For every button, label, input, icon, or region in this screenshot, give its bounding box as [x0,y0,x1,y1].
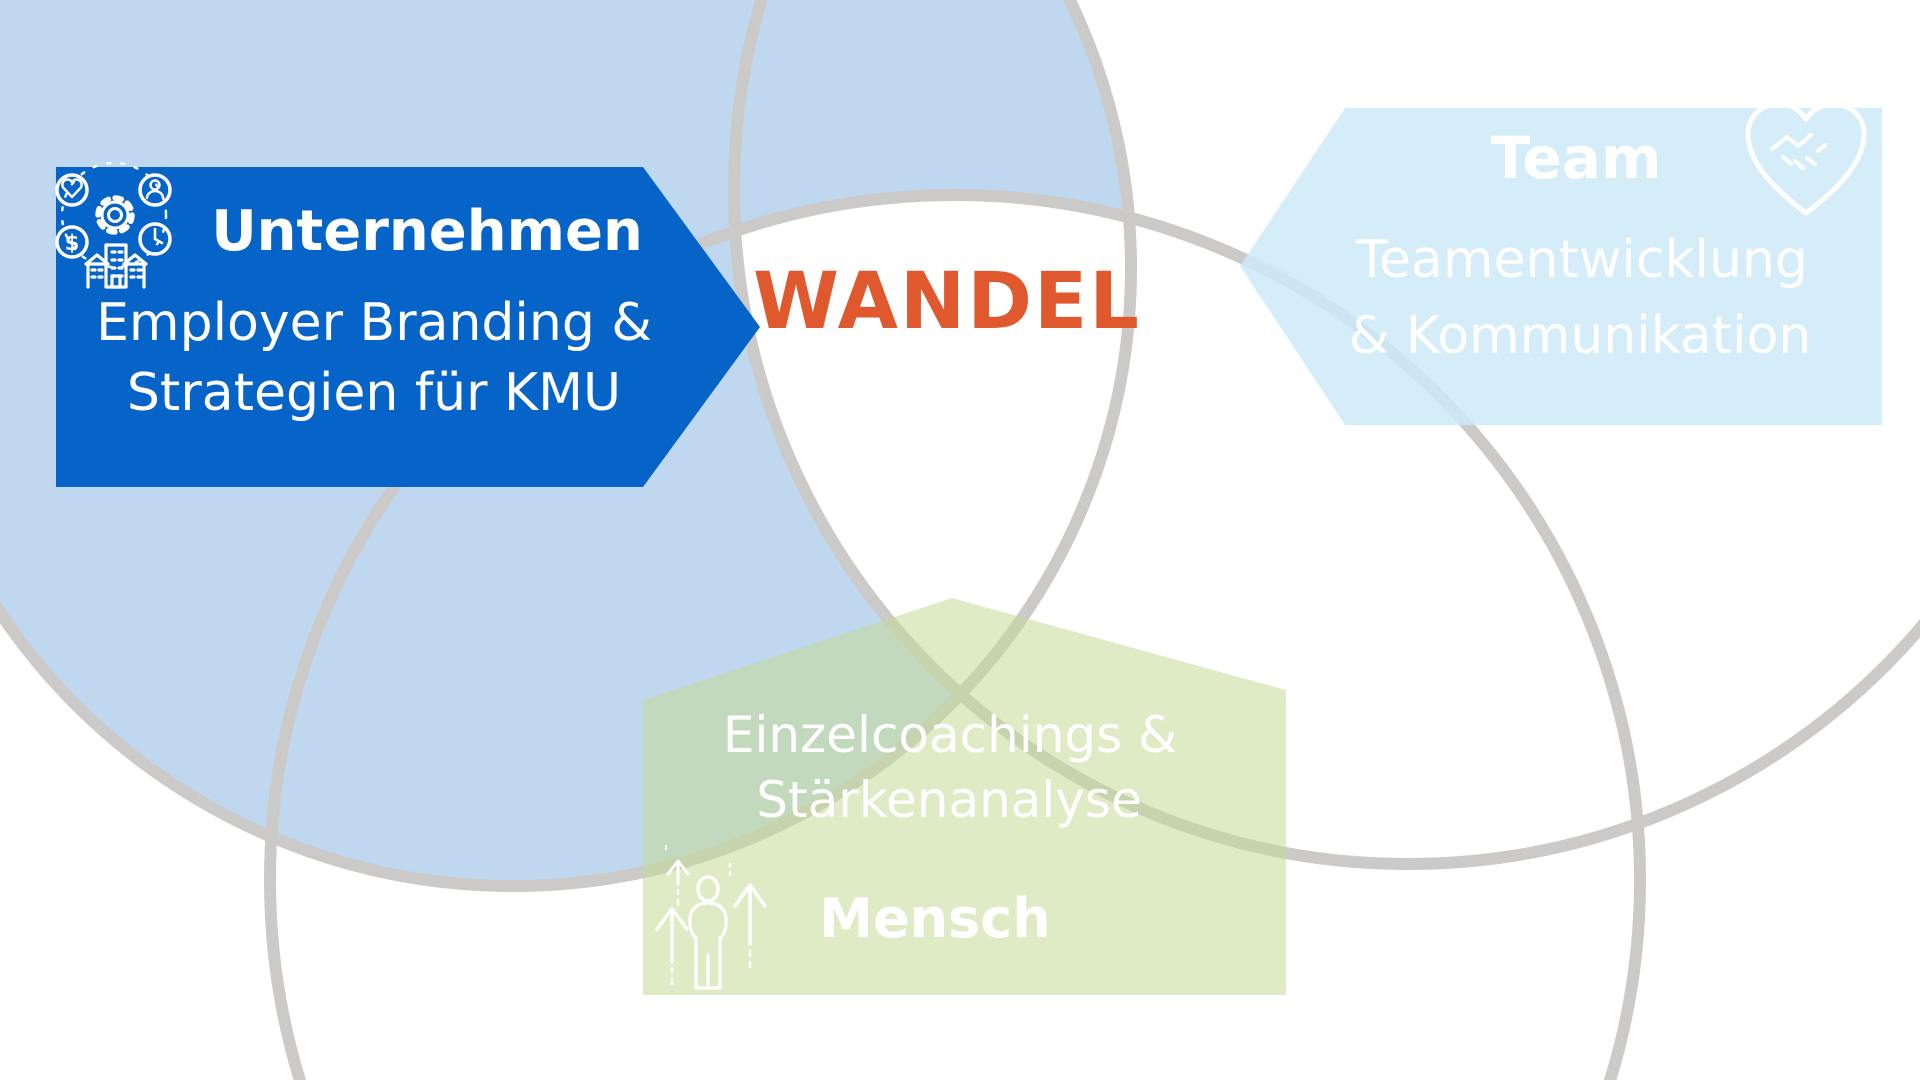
unternehmen-title: Unternehmen [211,199,643,264]
dollar-icon: $ [55,225,89,259]
mensch-title: Mensch [819,887,1050,950]
team-banner [1240,108,1882,425]
unternehmen-line2: Strategien für KMU [127,363,621,423]
venn-circle-unternehmen [0,0,1137,892]
team-line2: & Kommunikation [1349,306,1812,366]
mensch-line2: Stärkenanalyse [756,771,1141,829]
handshake-heart-icon [1745,101,1867,216]
connector-dashes-icon [60,161,168,269]
building-icon [84,243,148,289]
wandel-label: WANDEL [753,257,1141,347]
unternehmen-banner [56,167,760,487]
team-line1: Teamentwicklung [1355,230,1808,290]
person-icon [138,173,172,207]
center-overlap-region [735,194,1132,695]
unternehmen-line1: Employer Branding & [96,293,652,353]
mensch-line1: Einzelcoachings & [723,706,1177,764]
person-growth-icon [655,844,767,990]
venn-circle-team [728,0,1920,870]
company-icon-cluster: $ [55,161,172,289]
team-title: Team [1491,124,1662,192]
mensch-panel [643,598,1286,995]
heart-icon [55,173,89,207]
gear-icon [95,195,135,235]
venn-circle-mensch [264,189,1646,1080]
dollar-icon-glyph: $ [65,231,80,255]
clock-icon [138,222,172,256]
